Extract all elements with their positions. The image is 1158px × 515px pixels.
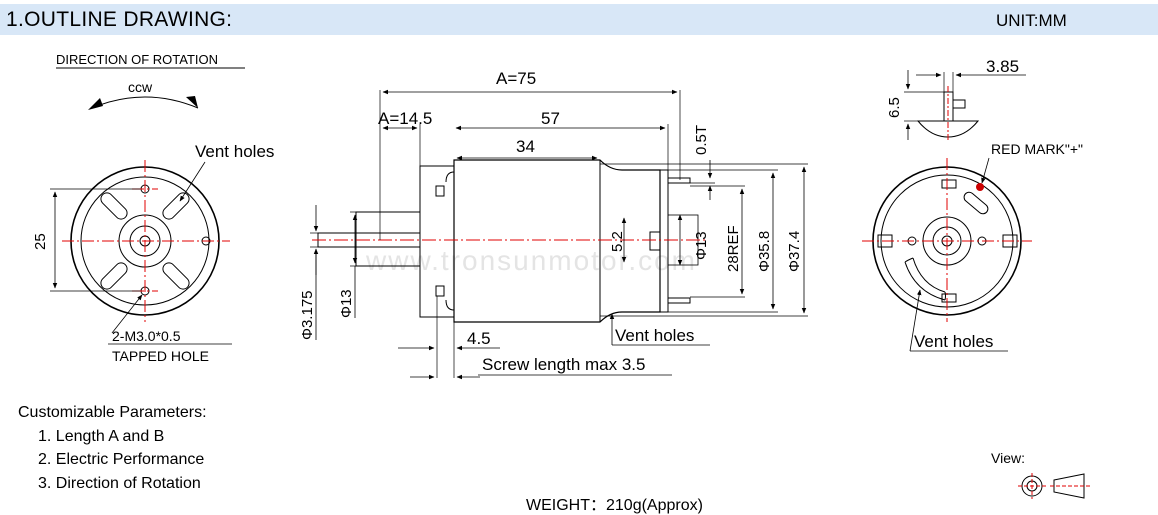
screw-length-label: Screw length max 3.5 <box>482 355 645 374</box>
dim-dia13-right: Φ13 <box>693 231 710 260</box>
params-title: Customizable Parameters: <box>18 404 207 421</box>
vent-holes-label-rear: Vent holes <box>914 332 993 351</box>
terminal-bottom-rear <box>941 293 957 303</box>
dim-a14-5: A=14.5 <box>378 109 432 128</box>
terminal-top <box>667 177 691 184</box>
red-mark-label: RED MARK"+" <box>991 141 1083 157</box>
dim-a75: A=75 <box>496 69 536 88</box>
projection-symbol <box>1018 473 1090 499</box>
front-view-left: DIRECTION OF ROTATION ccw <box>32 52 274 364</box>
dim-5-2: 5.2 <box>609 231 626 252</box>
param-item: 3. Direction of Rotation <box>38 474 201 492</box>
vent-holes-label-side: Vent holes <box>615 326 694 345</box>
front-flange <box>419 165 455 318</box>
watermark: www.tronsunmotor.com <box>365 245 697 276</box>
param-item: 2. Electric Performance <box>38 451 205 468</box>
dim-dia13-left: Φ13 <box>338 289 355 318</box>
rear-view-right: 3.85 6.5 RED MARK"+" Vent ho <box>862 57 1083 352</box>
unit-label: UNIT:MM <box>996 11 1067 30</box>
dim-dia35-8: Φ35.8 <box>756 231 773 272</box>
view-label: View: <box>991 450 1025 466</box>
side-view: www.tronsunmotor.com A=75 A=14.5 57 <box>299 69 808 380</box>
direction-label: DIRECTION OF ROTATION <box>56 52 218 67</box>
terminal-top-rear <box>941 179 957 189</box>
motor-can <box>453 159 661 323</box>
vent-slots <box>100 192 190 290</box>
dim-57: 57 <box>541 109 560 128</box>
dim-6-5: 6.5 <box>886 97 903 118</box>
terminal-bottom <box>667 297 691 304</box>
rear-vent-slots <box>904 191 989 301</box>
dim-3-85: 3.85 <box>986 57 1019 76</box>
ccw-arrow <box>91 96 199 109</box>
dim-dia3-175: Φ3.175 <box>299 290 316 340</box>
end-cap <box>659 169 669 313</box>
dim-dia37-4: Φ37.4 <box>786 231 803 272</box>
tapped-hole-label: TAPPED HOLE <box>112 348 209 364</box>
header-bar: 1.OUTLINE DRAWING: UNIT:MM <box>0 4 1158 35</box>
vent-holes-label-left: Vent holes <box>195 142 274 161</box>
param-item: 1. Length A and B <box>38 427 165 445</box>
weight-label: WEIGHT：210g(Approx) <box>526 497 703 514</box>
dim-4-5: 4.5 <box>467 329 491 348</box>
dim-34: 34 <box>516 137 535 156</box>
dim-25: 25 <box>32 233 49 250</box>
page-title: 1.OUTLINE DRAWING: <box>6 8 233 31</box>
tapped-hole-spec: 2-M3.0*0.5 <box>112 328 181 344</box>
dim-28ref: 28REF <box>725 225 742 272</box>
dim-0-5t: 0.5T <box>693 125 710 155</box>
rotation-label: ccw <box>128 79 153 95</box>
customizable-parameters: Customizable Parameters: 1. Length A and… <box>18 401 207 495</box>
red-mark-dot <box>976 183 984 191</box>
